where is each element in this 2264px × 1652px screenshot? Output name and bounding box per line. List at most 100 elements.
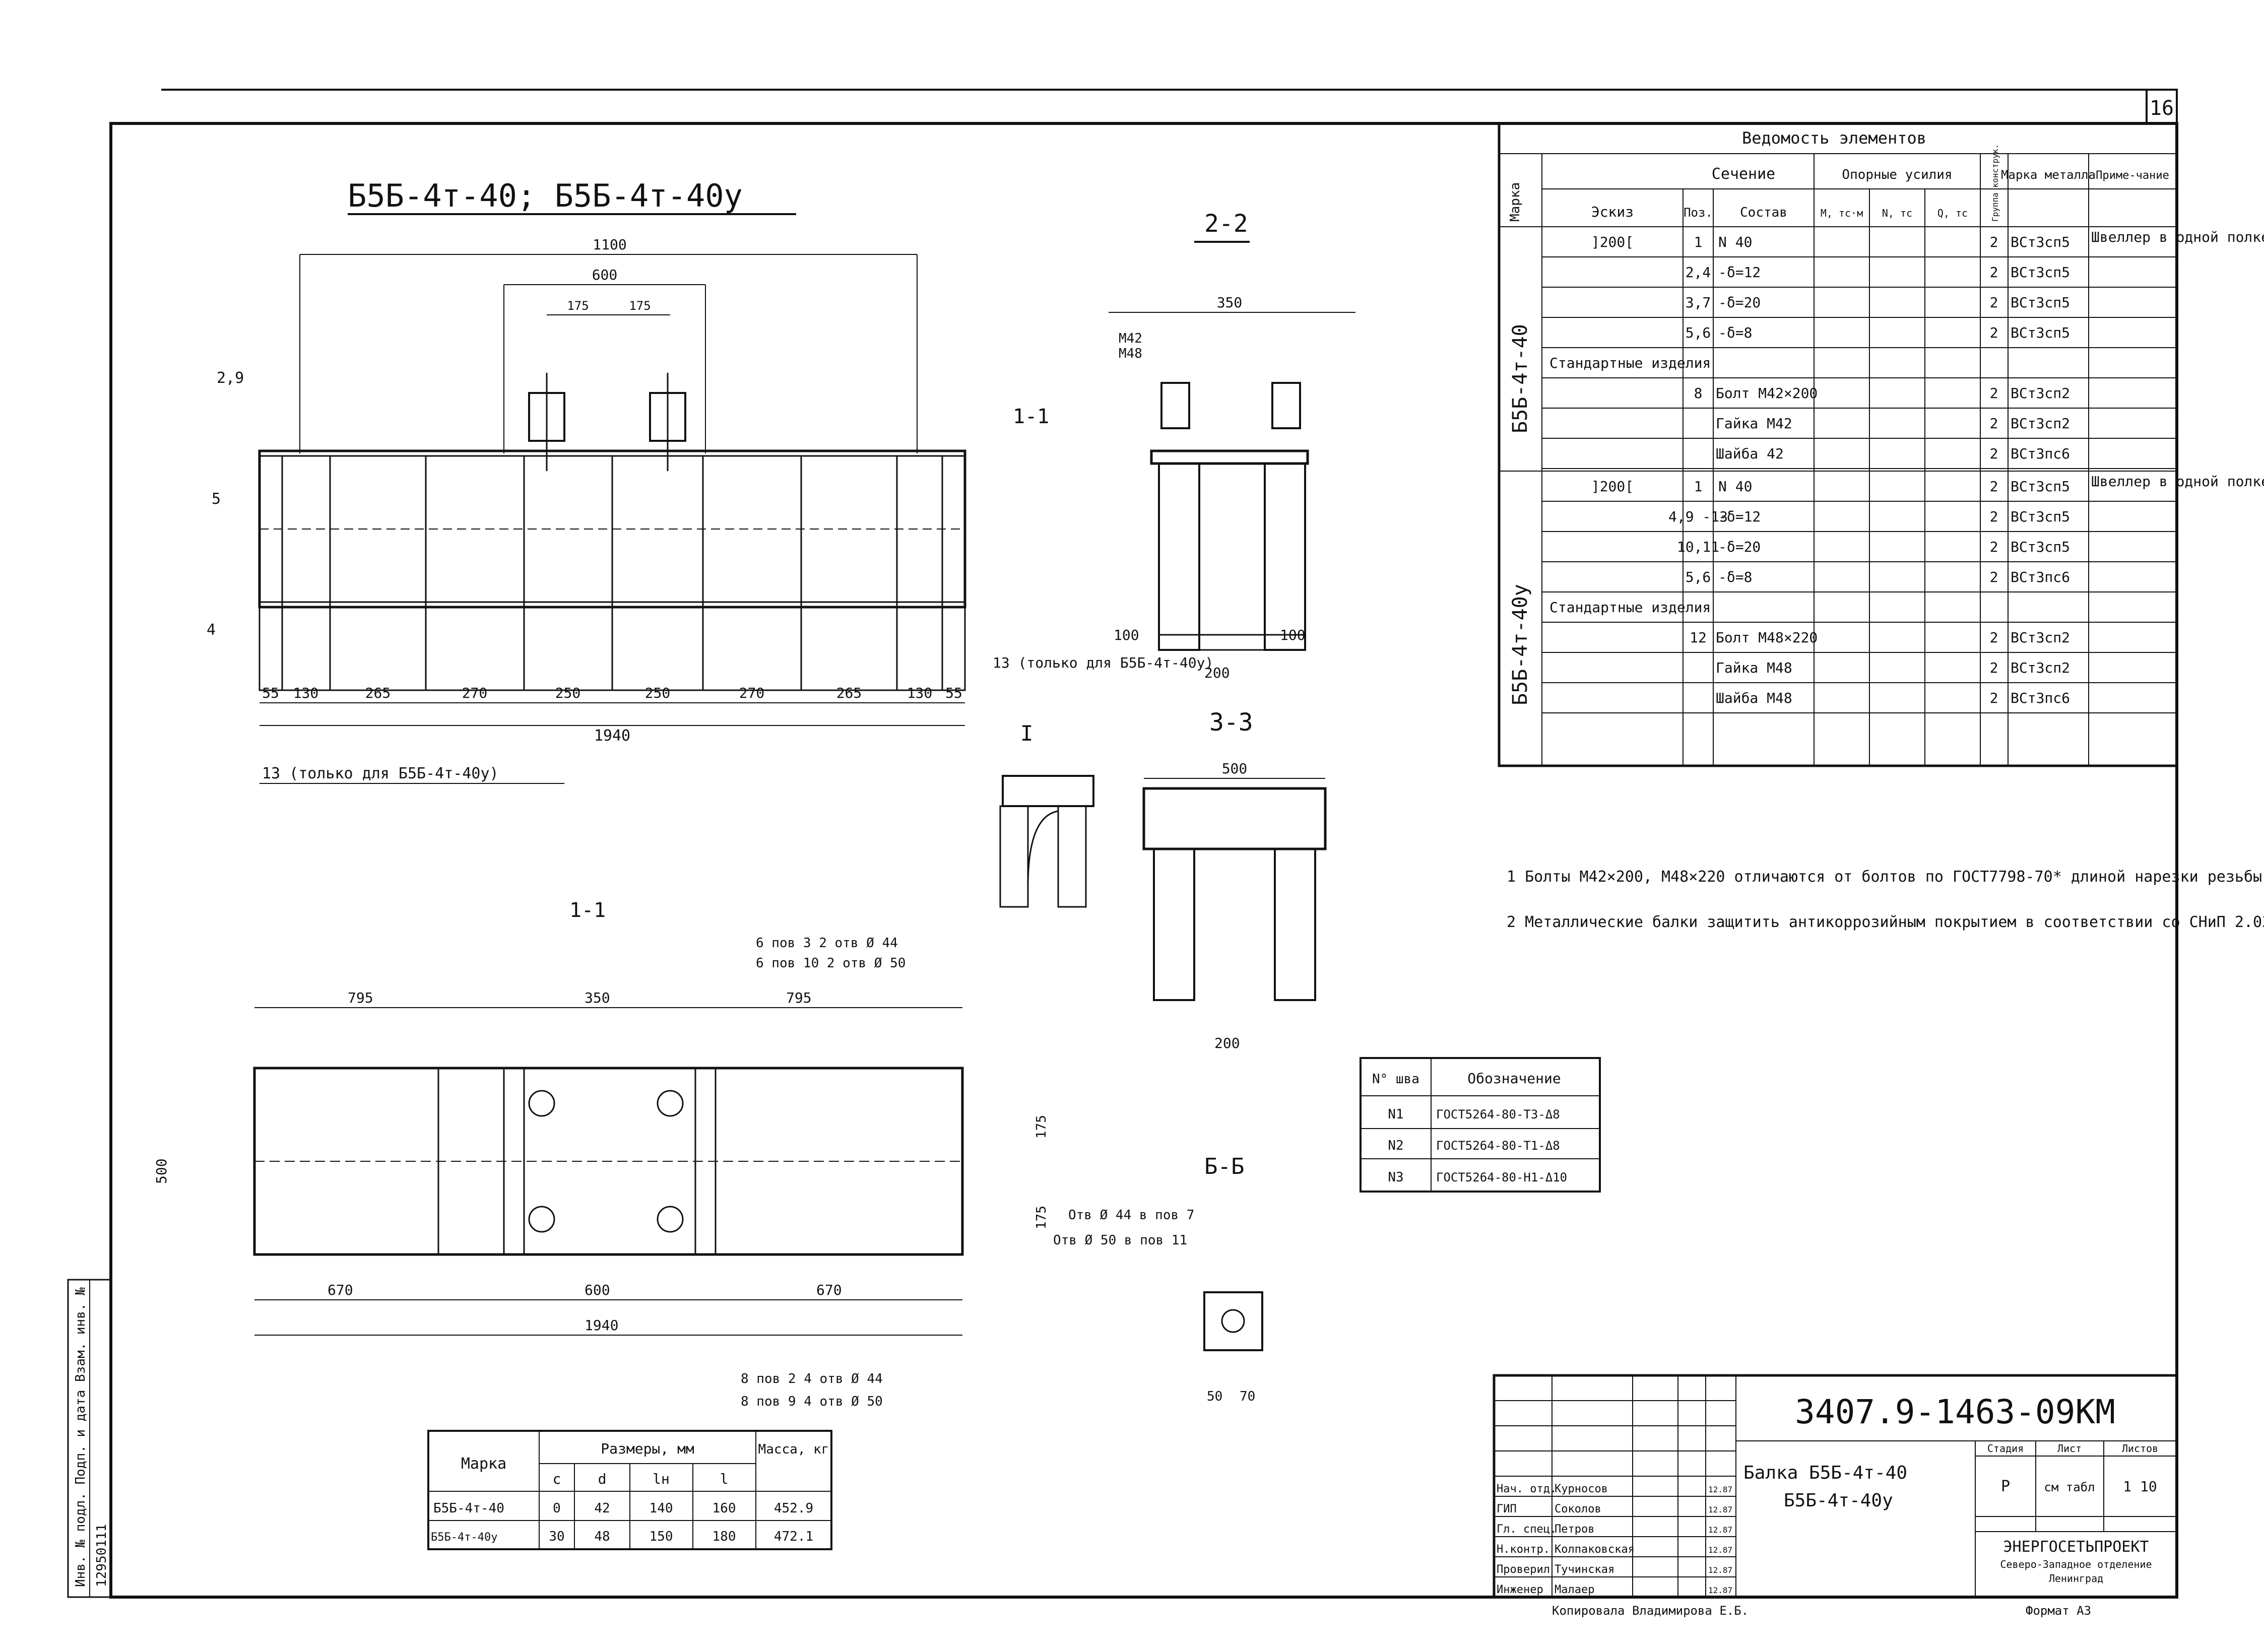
part2-row-grp: 2	[1990, 508, 1998, 525]
elements-table: Ведомость элементов Сечение Опорные усил…	[1498, 122, 2264, 767]
hdr-sketch: Эскиз	[1591, 204, 1634, 220]
bottom-dims: 55 130 265 270 250 250 270 265 130 55	[262, 685, 962, 701]
signatures: Нач. отд. Курносов 12.87 ГИП Соколов 12.…	[1497, 1483, 1732, 1596]
part2-row-note: Швеллер в одной полке	[2091, 473, 2264, 490]
org-name: ЭНЕРГОСЕТЬПРОЕКТ	[2003, 1538, 2149, 1556]
side-stamp-number: 12950111	[94, 1524, 109, 1587]
sig-1-name: Курносов	[1555, 1483, 1608, 1495]
dim-200b: 200	[1214, 1035, 1240, 1051]
stamp-sheet-value: см табл	[2044, 1480, 2095, 1494]
bottom-plate	[1158, 634, 1306, 651]
dim-265a: 265	[365, 685, 391, 701]
weld-r2-no: N2	[1388, 1138, 1403, 1153]
size-r1-ln: 140	[650, 1501, 673, 1516]
part2-row-sketch: ]200[	[1591, 478, 1634, 495]
hdr-section: Сечение	[1712, 165, 1775, 183]
std1-row-comp: Шайба 42	[1716, 445, 1784, 462]
section-3-3-title: 3-3	[1209, 708, 1253, 737]
notes: 1 Болты М42×200, М48×220 отличаются от б…	[1507, 868, 2264, 931]
dim-175a: 175	[567, 299, 589, 313]
weld-r1-no: N1	[1388, 1107, 1403, 1122]
part2-row-steel: ВСт3сп5	[2011, 508, 2070, 525]
label-m42: М42	[1119, 331, 1142, 346]
hdr-steel: Марка металла	[2001, 168, 2096, 182]
part2-row-steel: ВСт3сп5	[2011, 478, 2070, 495]
part2-row-pos: 4,9 -13	[1668, 508, 1728, 525]
holes-note-3: 8 пов 2 4 отв Ø 44	[741, 1371, 883, 1386]
std2-row-pos: 12	[1690, 629, 1707, 646]
plan-dim-500: 500	[153, 1158, 170, 1184]
part2-row-grp: 2	[1990, 539, 1998, 555]
std1-row-grp: 2	[1990, 445, 1998, 462]
node-flange	[1002, 775, 1094, 807]
hole-3	[528, 1206, 555, 1233]
section-2-2: 2-2 350 М42 М48 200 100 100 13 (только д…	[993, 210, 1355, 681]
std1-row-grp: 2	[1990, 385, 1998, 402]
part1-row-steel: ВСт3сп5	[2011, 324, 2070, 341]
size-table-grid	[428, 1431, 831, 1549]
part1-row-grp: 2	[1990, 324, 1998, 341]
part1-row-pos: 5,6	[1686, 324, 1711, 341]
size-r2-c: 30	[549, 1529, 564, 1544]
plan-stiffeners	[437, 1068, 717, 1254]
note-13b: 13 (только для Б5Б-4т-40у)	[993, 654, 1213, 671]
std2-row-grp: 2	[1990, 659, 1998, 676]
bolt-group	[528, 373, 686, 471]
part2-row-comp: N 40	[1718, 478, 1752, 495]
sheet-frame	[109, 122, 2178, 1599]
hdr-note: Приме-чание	[2096, 169, 2169, 182]
size-hdr-mark: Марка	[461, 1455, 506, 1473]
dim-total-1940: 1940	[594, 727, 630, 745]
label-4: 4	[207, 621, 216, 639]
std2-row-grp: 2	[1990, 690, 1998, 706]
sig-1-date: 12.87	[1708, 1485, 1732, 1494]
std1-row-steel: ВСт3сп2	[2011, 385, 2070, 402]
std2-row-comp: Гайка М48	[1716, 659, 1792, 676]
weld-table-frame	[1360, 1057, 1601, 1193]
hdr-group: Группа конструк.	[1990, 144, 2000, 222]
dim-200: 200	[1204, 665, 1230, 681]
size-table: Марка Размеры, мм Масса, кг c d lн l Б5Б…	[427, 1430, 832, 1550]
dim-600: 600	[592, 267, 618, 283]
s3-channel-right	[1274, 848, 1316, 1001]
std2-row-comp: Болт М48×220	[1716, 629, 1818, 646]
bolt-left	[1160, 382, 1190, 429]
weld-r2-desig: ГОСТ5264-80-Т1-Δ8	[1436, 1139, 1560, 1153]
node-web-left	[999, 805, 1029, 908]
part1-row-steel: ВСт3сп5	[2011, 294, 2070, 311]
sig-3-name: Петров	[1555, 1523, 1594, 1536]
sig-6-date: 12.87	[1708, 1585, 1732, 1595]
plan-dim-670a: 670	[328, 1282, 353, 1298]
dim-270a: 270	[462, 685, 488, 701]
sig-5-date: 12.87	[1708, 1565, 1732, 1575]
hdr-forces: Опорные усилия	[1842, 167, 1952, 182]
section-3-3: 3-3 500 200	[1142, 708, 1327, 1051]
plan-dim-1940: 1940	[585, 1317, 618, 1334]
part1-row-pos: 2,4	[1686, 264, 1711, 281]
plan-view: 1-1 795 350 795 670 600 670 1940 500 175…	[153, 899, 1049, 1409]
sheet-format: Формат А3	[2026, 1604, 2091, 1618]
elements-table-grid	[1499, 153, 2177, 766]
weld-r3-no: N3	[1388, 1170, 1403, 1185]
bolt-right	[1271, 382, 1301, 429]
part2-row-comp: -δ=8	[1718, 569, 1752, 585]
part2-row-pos: 10,11	[1677, 539, 1719, 555]
size-r1-d: 42	[594, 1501, 610, 1516]
plan-dim-795a: 795	[348, 989, 373, 1006]
note-1: 1 Болты М42×200, М48×220 отличаются от б…	[1507, 868, 2262, 886]
washer-hole	[1221, 1309, 1245, 1333]
std1-row-grp: 2	[1990, 415, 1998, 432]
dim-55b: 55	[945, 685, 962, 701]
stamp-sheet-label: Лист	[2057, 1442, 2082, 1455]
size-hdr-sizes: Размеры, мм	[601, 1440, 694, 1457]
weld-hdr-no: N° шва	[1372, 1072, 1419, 1087]
dim-130b: 130	[907, 685, 933, 701]
size-hdr-d: d	[598, 1471, 607, 1487]
part1-row-comp: -δ=8	[1718, 324, 1752, 341]
section-1-1: 1-1	[1013, 405, 1049, 428]
std2-row-grp: 2	[1990, 629, 1998, 646]
dim-70: 70	[1240, 1389, 1255, 1404]
sig-3-role: Гл. спец.	[1497, 1523, 1557, 1536]
washer-plate	[1203, 1291, 1263, 1351]
top-slab	[1142, 787, 1327, 850]
